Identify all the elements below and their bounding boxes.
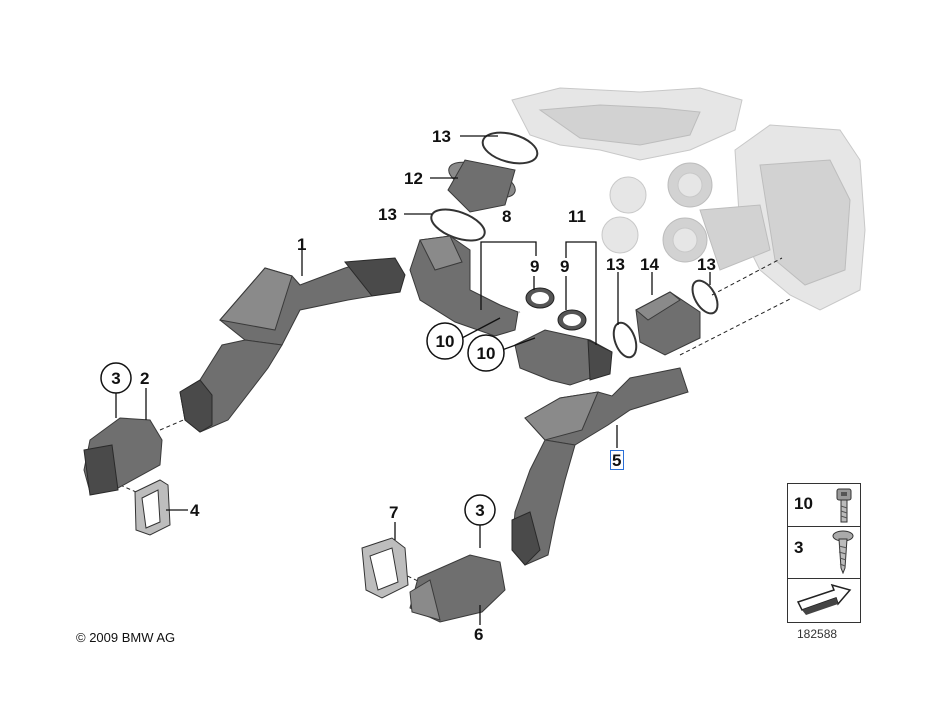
leader-lines: [115, 135, 711, 625]
engine-background: [511, 87, 866, 311]
hose-clamp-part-13-left: [612, 321, 638, 359]
tapping-screw-icon: [832, 530, 854, 574]
duct-end-part-2: [83, 417, 163, 496]
air-duct-part-1: [179, 257, 406, 433]
hose-clamp-part-13-top: [481, 131, 539, 165]
callout-3b: 3: [475, 501, 484, 520]
callout-2: 2: [140, 369, 149, 388]
legend-row-10: 10: [788, 484, 860, 527]
legend-row-arrow: [788, 578, 860, 622]
callout-labels: 1 2 3 3 4 5 6 7 8 9 9 10 10 11 12 13 13 …: [100, 127, 716, 644]
callout-3a: 3: [111, 369, 120, 388]
callout-14: 14: [640, 255, 659, 274]
circle-callout-3b: [464, 494, 496, 526]
drawing-number: 182588: [797, 627, 838, 641]
hose-clamp-part-13-mid: [430, 208, 486, 242]
socket-head-screw-icon: [836, 488, 852, 523]
hose-clamp-part-13-right: [691, 279, 719, 315]
circle-callout-10a: [426, 322, 464, 360]
rubber-boot-part-14: [635, 291, 701, 356]
callout-1: 1: [297, 235, 306, 254]
callout-9b: 9: [560, 257, 569, 276]
air-duct-part-11: [514, 329, 613, 386]
copyright-text: © 2009 BMW AG: [76, 630, 176, 645]
fastener-legend: 10 3: [787, 483, 861, 623]
legend-label-10: 10: [794, 494, 813, 513]
callout-4: 4: [190, 501, 200, 520]
callout-13b: 13: [378, 205, 397, 224]
gasket-part-9-right: [557, 309, 587, 331]
callout-5: 5: [612, 451, 621, 470]
circle-callout-3a: [100, 362, 132, 394]
callout-7: 7: [389, 503, 398, 522]
callout-9a: 9: [530, 257, 539, 276]
bracket-part-4: [134, 479, 171, 536]
duct-end-part-6: [409, 554, 506, 623]
circle-callout-10b: [467, 334, 505, 372]
callout-13c: 13: [606, 255, 625, 274]
rubber-boot-part-12: [447, 159, 516, 213]
bracket-part-7: [361, 537, 409, 599]
direction-arrow-icon: [796, 584, 852, 615]
callout-5-highlight-box: [610, 450, 624, 470]
turbocharger-left: [609, 162, 713, 214]
callout-6: 6: [474, 625, 483, 644]
air-duct-part-5: [511, 367, 689, 566]
callout-13d: 13: [697, 255, 716, 274]
gasket-part-9-left: [525, 287, 555, 309]
legend-row-3: 3: [788, 526, 860, 579]
callout-8: 8: [502, 207, 511, 226]
callout-10a: 10: [436, 332, 455, 351]
turbocharger-right: [601, 204, 771, 271]
callout-10b: 10: [477, 344, 496, 363]
callout-12: 12: [404, 169, 423, 188]
callout-11: 11: [568, 207, 586, 226]
callout-13a: 13: [432, 127, 451, 146]
air-duct-part-8: [409, 235, 519, 337]
legend-label-3: 3: [794, 538, 804, 557]
